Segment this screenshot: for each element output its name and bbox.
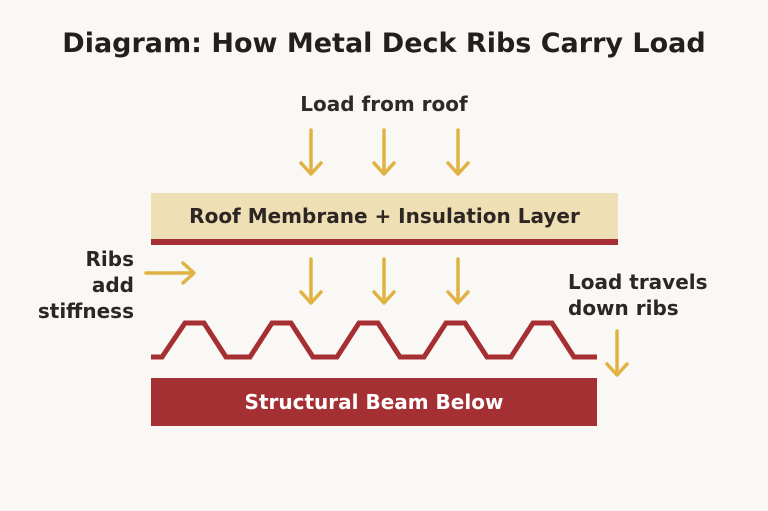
structural-beam-label: Structural Beam Below [244, 390, 504, 414]
arrow-down-icon [605, 329, 629, 377]
structural-beam: Structural Beam Below [151, 378, 597, 426]
roof-membrane-label: Roof Membrane + Insulation Layer [189, 204, 580, 228]
load-from-roof-label: Load from roof [300, 92, 468, 116]
diagram-title: Diagram: How Metal Deck Ribs Carry Load [62, 28, 706, 59]
load-travels-label: Load travels down ribs [568, 269, 758, 321]
load-travels-line-2: down ribs [568, 296, 679, 320]
ribs-label-line-2: add [91, 273, 134, 297]
middle-load-arrows [299, 257, 470, 305]
arrow-down-icon [372, 128, 396, 176]
arrow-down-icon [446, 257, 470, 305]
arrow-down-icon [446, 128, 470, 176]
membrane-bottom-edge [151, 239, 618, 245]
arrow-down-icon [372, 257, 396, 305]
load-travels-line-1: Load travels [568, 270, 708, 294]
arrow-down-icon [299, 257, 323, 305]
arrow-down-icon [299, 128, 323, 176]
ribs-label-line-1: Ribs [85, 247, 134, 271]
ribs-label-line-3: stiffness [37, 299, 134, 323]
roof-membrane-layer: Roof Membrane + Insulation Layer [151, 193, 618, 239]
top-load-arrows [299, 128, 470, 176]
ribs-add-stiffness-label: Ribs add stiffness [30, 246, 134, 324]
metal-deck-ribs [151, 320, 597, 360]
arrow-right-icon [144, 261, 196, 285]
